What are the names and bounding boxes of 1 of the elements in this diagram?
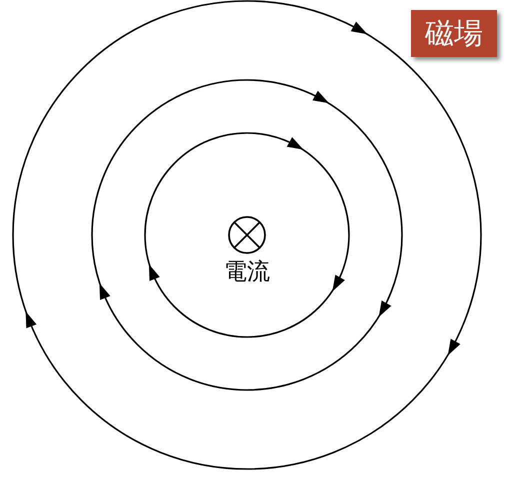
label-box: 磁場 bbox=[411, 10, 497, 57]
